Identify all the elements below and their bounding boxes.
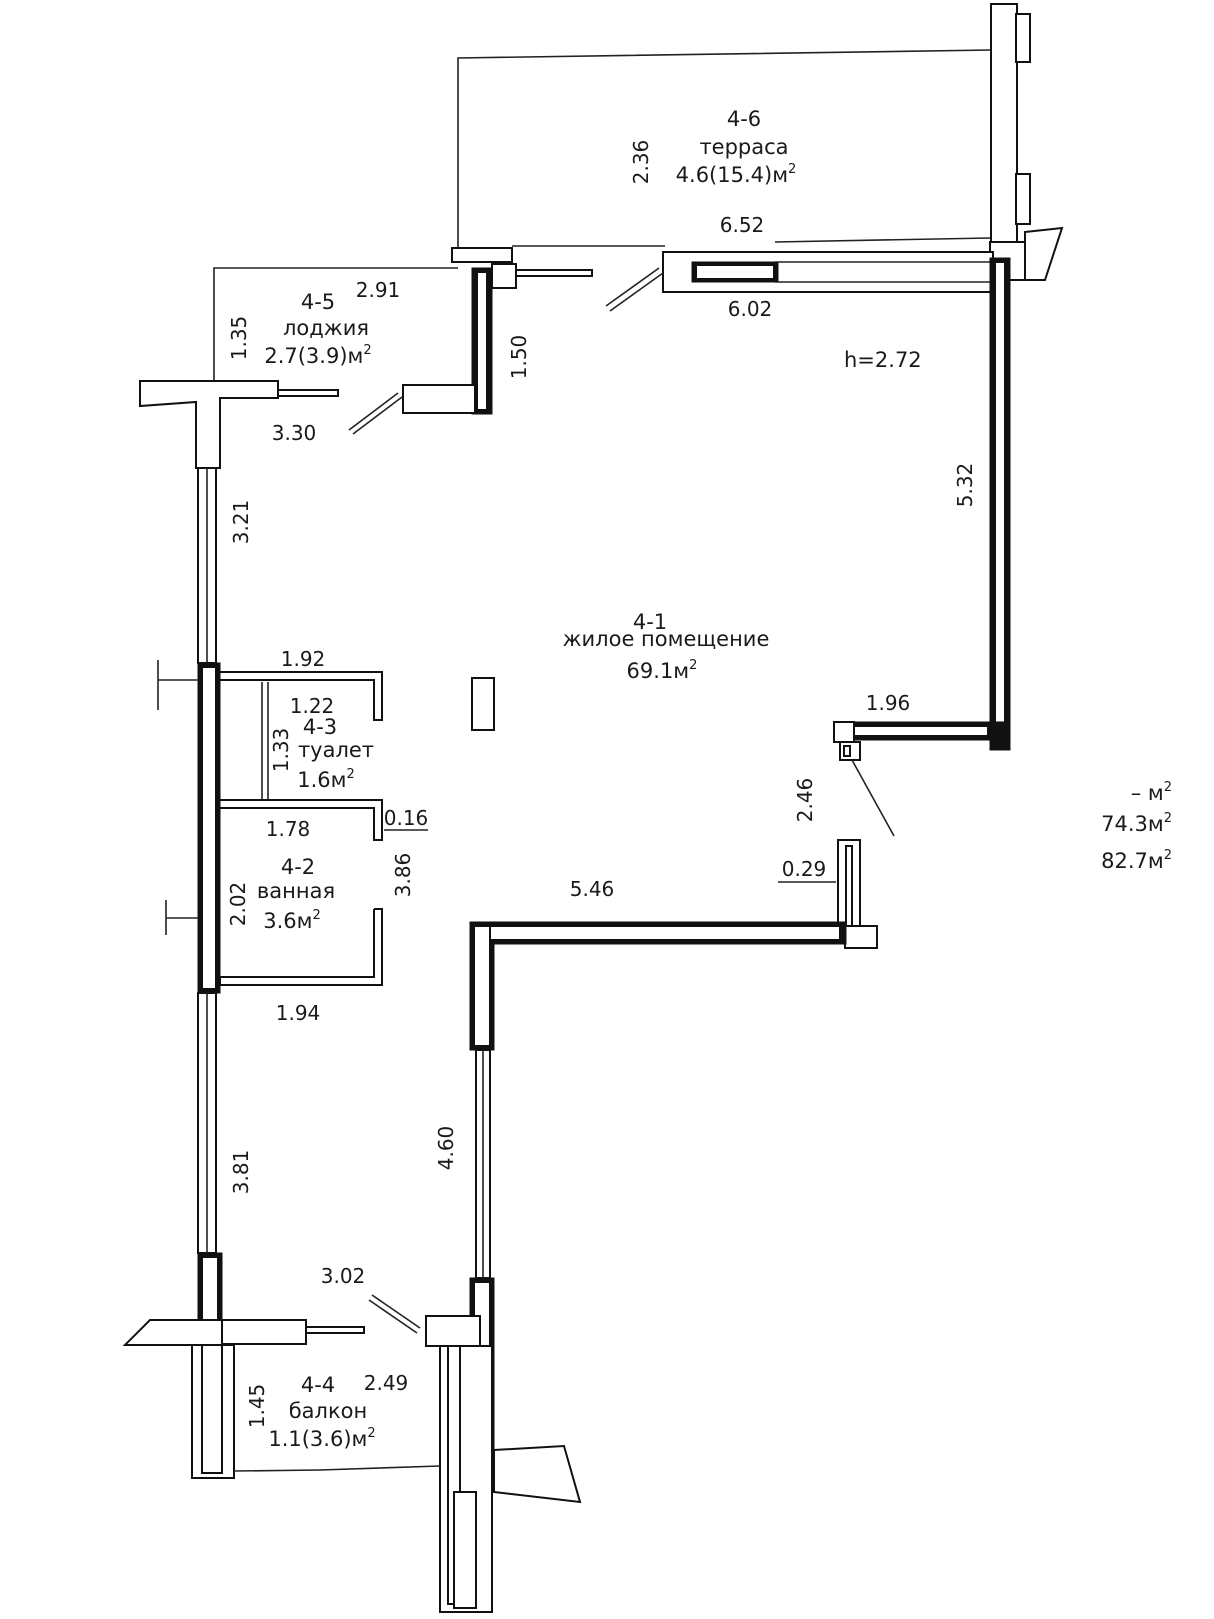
dim-bath-height: 2.02 [226,882,250,927]
dim-loggia-depth: 1.35 [227,316,251,361]
svg-text:жилое помещение: жилое помещение [563,627,770,651]
svg-text:терраса: терраса [699,135,788,159]
dim-balcony-width: 2.49 [364,1371,409,1395]
svg-text:4-4: 4-4 [301,1373,335,1397]
dim-pier-width: 0.29 [782,857,827,881]
dim-right-pier: 2.46 [793,778,817,823]
svg-text:4-2: 4-2 [281,855,315,879]
dim-bath-bottom: 1.94 [276,1001,321,1025]
dim-balcony-door: 3.02 [321,1264,366,1288]
toilet-walls [220,671,383,841]
left-wall-upper [139,380,279,664]
dim-toilet-top: 1.92 [281,647,326,671]
loggia-outline [213,267,458,381]
svg-text:82.7м2: 82.7м2 [1101,848,1172,873]
room-label-terrace: 4-6 терраса 4.6(15.4)м2 [676,107,797,187]
facade-wall-right [989,3,1064,281]
svg-text:2.7(3.9)м2: 2.7(3.9)м2 [264,343,371,368]
dim-toilet-inner: 1.22 [290,694,335,718]
svg-text:1.1(3.6)м2: 1.1(3.6)м2 [268,1426,375,1451]
left-wall-middle [157,660,221,1254]
dim-left-upper: 3.21 [229,500,253,545]
ceiling-height: h=2.72 [844,348,922,372]
right-pier [837,839,878,949]
dim-balcony-depth: 1.45 [245,1384,269,1429]
dim-right-upper: 5.32 [953,463,977,508]
dim-loggia-width: 2.91 [356,278,401,302]
svg-text:4-6: 4-6 [727,107,761,131]
room-label-loggia: 4-5 лоджия 2.7(3.9)м2 [264,290,371,368]
svg-text:4.6(15.4)м2: 4.6(15.4)м2 [676,162,797,187]
dim-wall-gap: 0.16 [384,806,429,830]
dim-loggia-base: 3.30 [272,421,317,445]
room-label-balcony: 4-4 балкон 1.1(3.6)м2 [268,1373,375,1451]
room-label-toilet: 4-3 туалет 1.6м2 [297,715,374,792]
balcony-outline [233,1345,582,1613]
dim-right-step: 1.96 [866,691,911,715]
left-wall-lower [122,1252,365,1479]
dim-toilet-bottom: 1.78 [266,817,311,841]
dimensions: 2.36 6.52 6.02 2.91 1.35 1.50 3.30 3.21 … [226,140,977,1429]
svg-text:4-1: 4-1 [633,610,667,634]
dim-terrace-depth: 2.36 [629,140,653,185]
inner-wall [368,921,847,1477]
dim-toilet-height: 1.33 [269,728,293,773]
svg-text:– м2: – м2 [1131,780,1172,805]
bath-walls [219,908,383,986]
svg-text:ванная: ванная [257,879,335,903]
room-label-living: 4-1 жилое помещение 69.1м2 [563,610,770,683]
area-totals: – м2 74.3м2 82.7м2 [1101,780,1172,873]
svg-text:4-3: 4-3 [303,715,337,739]
svg-text:74.3м2: 74.3м2 [1101,811,1172,836]
dim-lower-wall: 4.60 [434,1126,458,1171]
svg-text:1.6м2: 1.6м2 [297,767,355,792]
right-wall [833,257,1011,837]
svg-text:балкон: балкон [289,1399,368,1423]
svg-text:лоджия: лоджия [283,316,369,340]
dim-loggia-side: 1.50 [507,335,531,380]
room-label-bath: 4-2 ванная 3.6м2 [257,855,335,933]
door-terrace-sliding [509,267,664,312]
column [471,677,495,731]
dim-terrace-width: 6.52 [720,213,765,237]
dim-bath-side: 3.86 [391,853,415,898]
svg-text:3.6м2: 3.6м2 [263,908,321,933]
dim-inner-wall: 5.46 [570,877,615,901]
svg-text:4-5: 4-5 [301,290,335,314]
terrace-outline [457,49,992,250]
loggia-wall [277,263,517,435]
dim-left-lower: 3.81 [229,1150,253,1195]
dim-opening-width: 6.02 [728,297,773,321]
svg-text:69.1м2: 69.1м2 [627,658,698,683]
svg-text:туалет: туалет [298,738,374,762]
